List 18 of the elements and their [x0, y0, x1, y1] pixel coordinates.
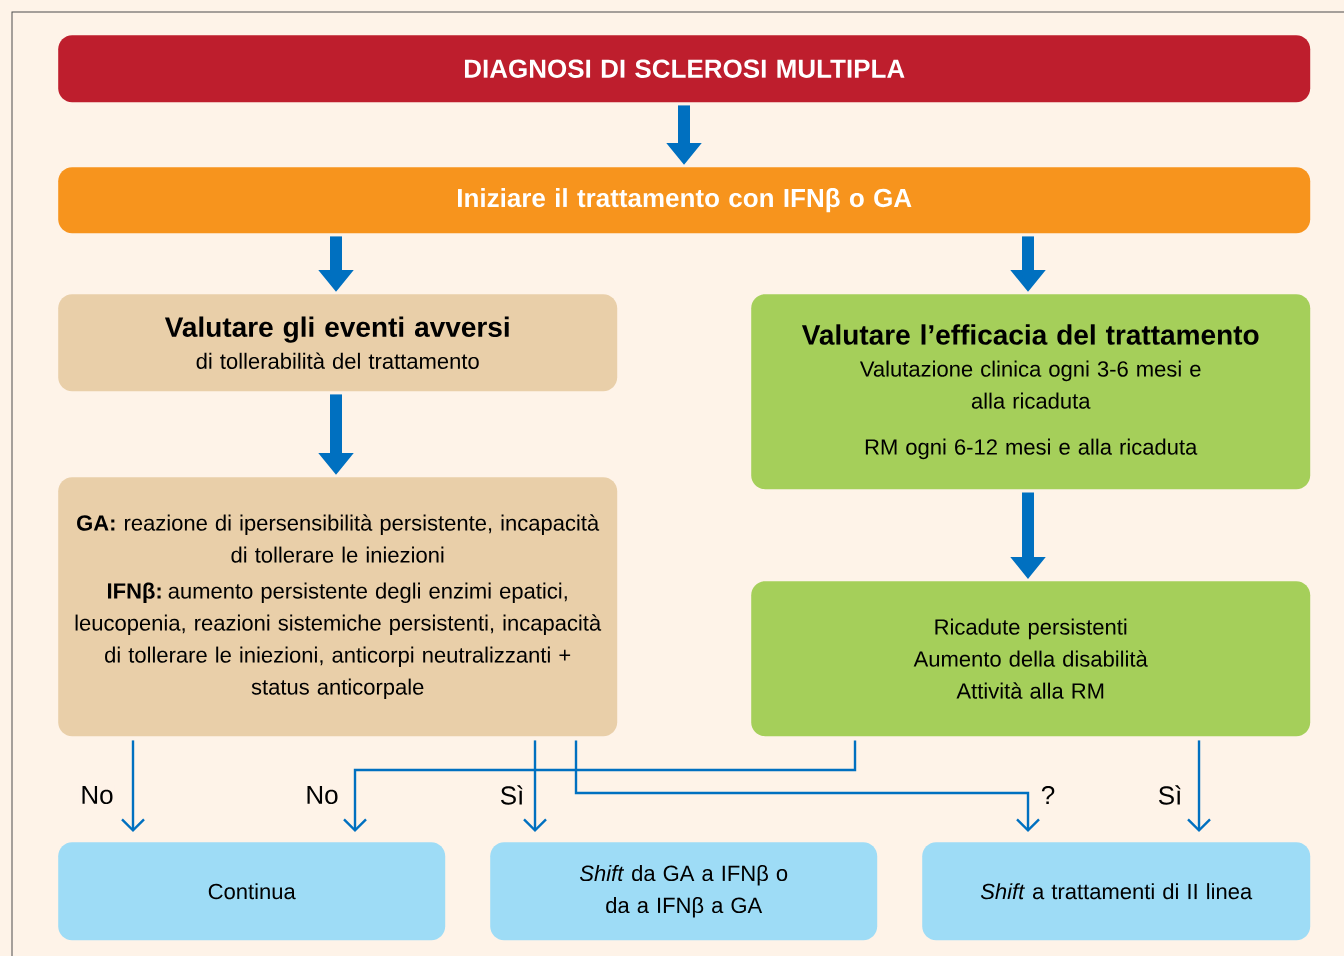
title-banner: DIAGNOSI DI SCLEROSI MULTIPLA [58, 35, 1311, 103]
connector-arrow [574, 740, 1040, 832]
edge-label: Sì [498, 784, 526, 806]
criteria-box: Ricadute persistenti Aumento della disabilità Attività alla RM [751, 581, 1311, 737]
process-box: Valutare gli eventi avversi di tollerabilità del trattamento [58, 294, 618, 392]
connector-arrow [523, 740, 547, 832]
edge-label: Sì [1156, 784, 1184, 806]
connector-arrow [1187, 740, 1211, 832]
connector-arrow [343, 740, 857, 832]
outcome-box: Continua [58, 842, 446, 941]
connector-arrow [121, 740, 145, 832]
edge-label: No [79, 784, 115, 806]
edge-label: No [304, 784, 340, 806]
outcome-box: Shift da GA a IFNβ o da a IFNβ a GA [490, 842, 878, 941]
criteria-box: GA: reazione di ipersensibilità persistente, incapacità di tollerare le iniezioni IFNβ: aumento persistente degli enzimi epatici, leucopenia, reazioni sistemiche persistenti, incapacità di tollerare le iniezioni, anticorpi neutralizzanti + status anticorpale [58, 477, 618, 737]
step-banner: Iniziare il trattamento con IFNβ o GA [58, 167, 1311, 234]
outcome-box: Shift a trattamenti di II linea [922, 842, 1311, 941]
process-box: Valutare l’efficacia del trattamento Valutazione clinica ogni 3-6 mesi e alla ricaduta RM ogni 6-12 mesi e alla ricaduta [751, 294, 1311, 490]
